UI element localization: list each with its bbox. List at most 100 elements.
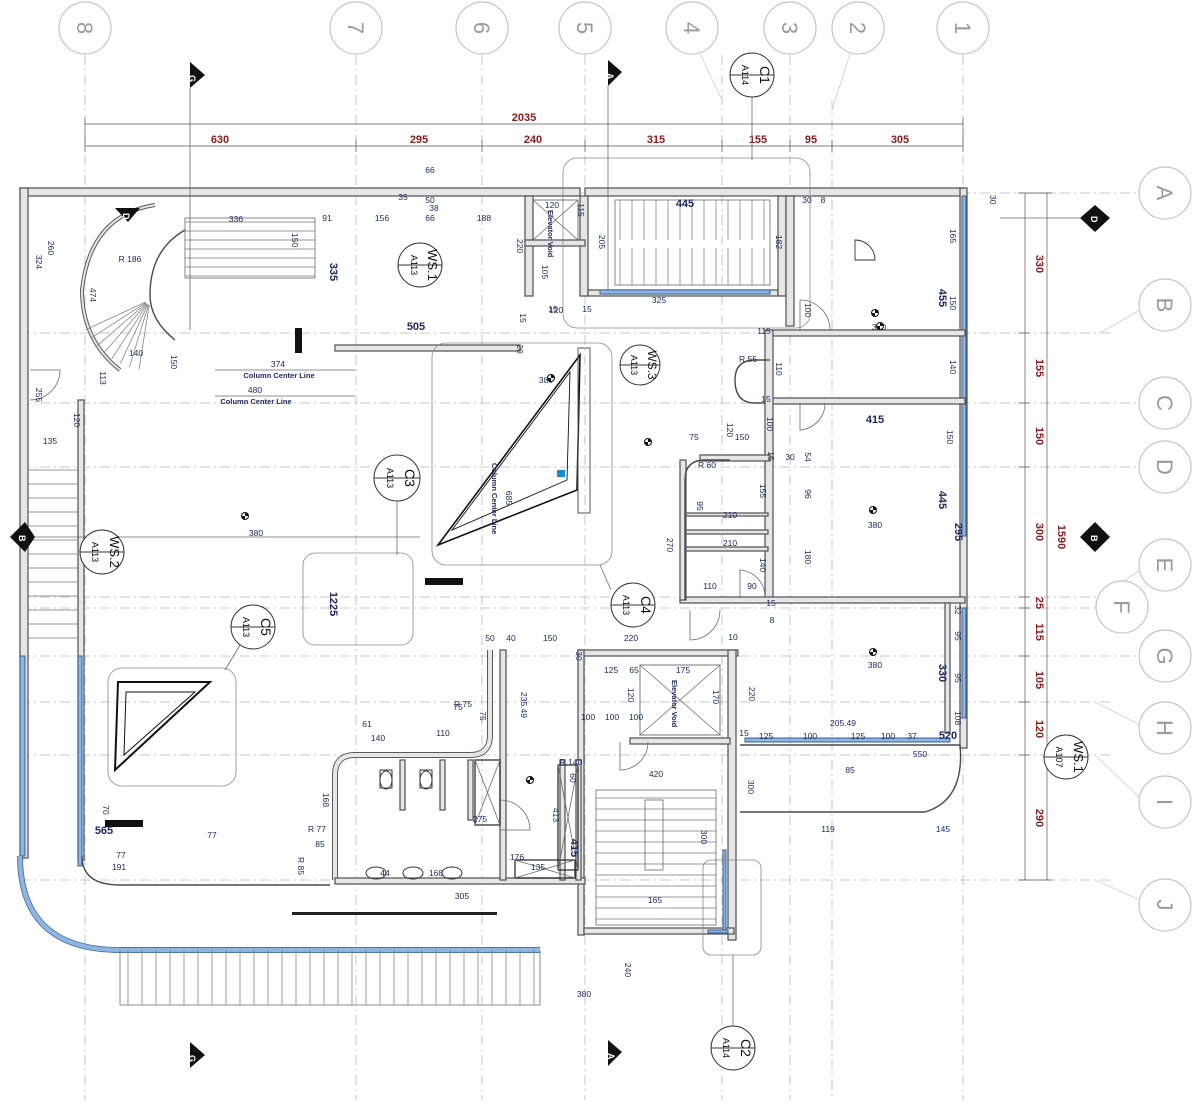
svg-text:240: 240 xyxy=(524,134,542,146)
grid-bubble-8: 8 xyxy=(58,1,112,55)
dimension-label: 35 xyxy=(398,192,408,202)
dimension-label: 37 xyxy=(907,731,917,741)
spiral-stair xyxy=(79,203,316,372)
dimension-label: 413 xyxy=(551,808,561,822)
svg-text:A: A xyxy=(606,1053,616,1060)
dimension-label: 210 xyxy=(723,510,737,520)
dimension-label: 480 xyxy=(248,385,262,395)
dimension-label: R 75 xyxy=(454,699,472,709)
svg-text:A107: A107 xyxy=(1054,746,1064,767)
dimension-label: 32 xyxy=(953,605,963,615)
dimension-label: 685 xyxy=(504,491,514,505)
interior-walls xyxy=(332,195,966,941)
dimension-label: 100 xyxy=(803,303,813,317)
dimension-label: 474 xyxy=(88,288,98,302)
svg-text:C3: C3 xyxy=(402,469,418,487)
spot-level-marker xyxy=(241,512,249,520)
dimension-label: 175 xyxy=(676,665,690,675)
dimension-label: 240 xyxy=(623,963,633,977)
dimension-label: 75 xyxy=(689,432,699,442)
dimension-label: 8 xyxy=(821,195,826,205)
dimension-label: 50 xyxy=(425,195,435,205)
dimension-label: 40 xyxy=(506,633,516,643)
svg-text:B: B xyxy=(17,535,27,542)
svg-text:D: D xyxy=(1089,216,1099,223)
svg-text:B: B xyxy=(1089,535,1099,542)
dimension-label: 176 xyxy=(510,852,524,862)
dimension-label: 380 xyxy=(868,660,882,670)
dimension-label: 113 xyxy=(98,371,108,385)
svg-text:5: 5 xyxy=(572,22,597,34)
svg-text:D: D xyxy=(121,213,131,220)
tag-C4: C4 A113 xyxy=(599,564,656,628)
grid-bubble-F: F xyxy=(1095,580,1149,634)
dimension-label: 295 xyxy=(952,523,964,541)
svg-text:WS.1: WS.1 xyxy=(425,249,440,281)
dimension-label: 168 xyxy=(429,868,443,878)
dimension-label: 270 xyxy=(665,538,675,552)
skylight-triangle xyxy=(113,681,213,773)
dimension-label: 325 xyxy=(652,295,666,305)
svg-text:A: A xyxy=(605,73,615,80)
column-center-notes: Column Center Line Column Center Line Co… xyxy=(215,369,499,534)
dimension-label: 54 xyxy=(803,452,813,462)
dimension-label: 90 xyxy=(747,581,757,591)
elevator-void-bottom: Elevator Void xyxy=(639,664,721,736)
tag-WS1-A107: WS.1 A107 xyxy=(1043,734,1089,780)
grid-bubble-1: 1 xyxy=(936,1,990,55)
stair-core-bottom xyxy=(595,789,717,926)
dimension-label: 30 xyxy=(802,195,812,205)
dimension-label: 156 xyxy=(375,213,389,223)
grid-bubble-5: 5 xyxy=(558,1,612,55)
dimension-label: R 85 xyxy=(296,857,306,875)
svg-text:30: 30 xyxy=(988,195,998,205)
dimension-label: R 55 xyxy=(739,354,757,364)
svg-text:A113: A113 xyxy=(629,355,639,375)
grid-bubble-3: 3 xyxy=(763,1,817,55)
dimension-label: 140 xyxy=(758,558,768,572)
dimension-label: 115 xyxy=(757,326,771,336)
dimension-label: 335 xyxy=(327,263,339,281)
dimension-label: 182 xyxy=(774,235,784,249)
svg-text:A113: A113 xyxy=(90,542,100,562)
svg-text:Column Center Line: Column Center Line xyxy=(490,463,499,534)
dimension-label: 220 xyxy=(624,633,638,643)
svg-text:H: H xyxy=(1152,720,1177,736)
svg-text:A114: A114 xyxy=(740,65,750,85)
dimension-label: 95 xyxy=(953,631,963,641)
svg-text:315: 315 xyxy=(647,134,665,146)
dimension-label: 150 xyxy=(290,233,300,247)
dimension-label: 374 xyxy=(271,359,285,369)
grid-bubble-H: H xyxy=(1094,701,1192,755)
dimension-label: 15 xyxy=(518,313,528,323)
dimension-label: 180 xyxy=(803,550,813,564)
svg-text:E: E xyxy=(1152,558,1177,573)
dimension-label: 135 xyxy=(43,436,57,446)
svg-text:I: I xyxy=(1152,799,1177,805)
svg-text:7: 7 xyxy=(343,22,368,34)
dimension-label: 150 xyxy=(169,355,179,369)
dimension-label: 110 xyxy=(436,728,450,738)
dimension-label: 120 xyxy=(72,413,82,427)
svg-text:155: 155 xyxy=(749,134,767,146)
grid-bubble-7: 7 xyxy=(329,1,383,55)
right-dimension-chain: 330 155 150 300 25 115 105 120 290 1590 … xyxy=(988,192,1067,881)
svg-text:WS.1: WS.1 xyxy=(1071,741,1086,773)
curved-details xyxy=(107,157,811,956)
dimension-label: 44 xyxy=(380,868,390,878)
section-marker-G-bottom: G xyxy=(187,1042,205,1068)
svg-text:C4: C4 xyxy=(638,596,654,614)
svg-text:4: 4 xyxy=(679,22,704,34)
dimension-label: 96 xyxy=(803,489,813,499)
svg-text:C5: C5 xyxy=(258,618,274,636)
spot-level-marker xyxy=(526,776,534,784)
dimension-label: 140 xyxy=(129,348,143,358)
structural-marks xyxy=(105,328,497,915)
dimension-label: 220 xyxy=(515,239,525,253)
dimension-label: 15 xyxy=(766,598,776,608)
dimension-label: 165 xyxy=(648,895,662,905)
svg-text:C2: C2 xyxy=(738,1039,754,1057)
stair-core-top xyxy=(614,199,771,286)
grid-bubble-B: B xyxy=(1099,278,1192,334)
